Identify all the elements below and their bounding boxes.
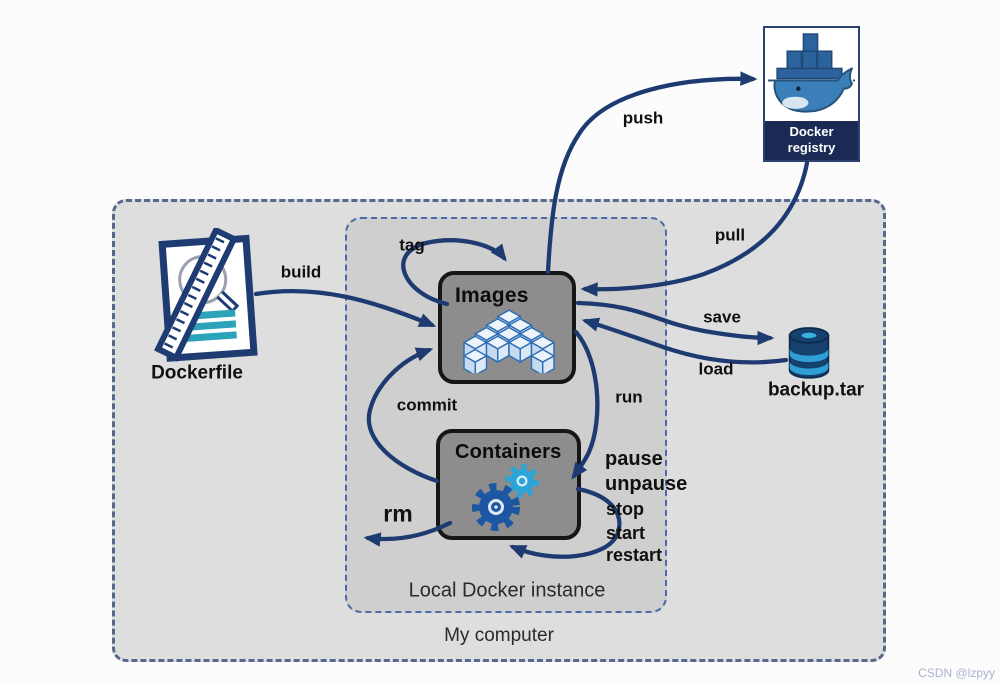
edge-label-rm: rm <box>383 500 413 527</box>
edge-label-build: build <box>280 262 322 282</box>
edge-label-unpause: unpause <box>605 473 688 495</box>
watermark: CSDN @lzpyy <box>918 666 995 680</box>
images-node: Images <box>438 271 576 384</box>
edge-label-run: run <box>615 387 643 407</box>
containers-node-label: Containers <box>455 441 562 463</box>
edge-label-start: start <box>606 523 646 543</box>
docker-whale-icon <box>768 33 855 113</box>
edge-label-commit: commit <box>396 395 458 415</box>
dockerfile-icon <box>154 228 258 362</box>
edge-label-load: load <box>698 359 734 379</box>
local-docker-instance-title: Local Docker instance <box>408 579 606 602</box>
dockerfile-label: Dockerfile <box>151 362 243 384</box>
edge-label-restart: restart <box>606 545 663 565</box>
registry-band: Docker registry <box>765 121 858 160</box>
image-cubes-icon <box>463 309 555 373</box>
images-node-label: Images <box>455 284 529 307</box>
registry-label-line1: Docker <box>789 124 834 139</box>
backup-tar-label: backup.tar <box>767 379 865 401</box>
gears-icon <box>472 464 539 531</box>
my-computer-title: My computer <box>444 625 554 646</box>
edge-label-push: push <box>622 108 664 128</box>
ruler-icon <box>154 228 238 362</box>
edge-label-save: save <box>703 307 741 327</box>
edge-label-pull: pull <box>714 225 746 245</box>
edge-label-tag: tag <box>399 235 425 255</box>
docker-registry-node: Docker registry <box>763 26 860 162</box>
edge-label-pause: pause <box>605 448 663 470</box>
small-gear-icon <box>505 464 539 498</box>
registry-label-line2: registry <box>787 140 836 155</box>
containers-node: Containers <box>436 429 581 540</box>
backup-tar-icon <box>788 327 830 379</box>
edge-label-stop: stop <box>606 499 644 519</box>
